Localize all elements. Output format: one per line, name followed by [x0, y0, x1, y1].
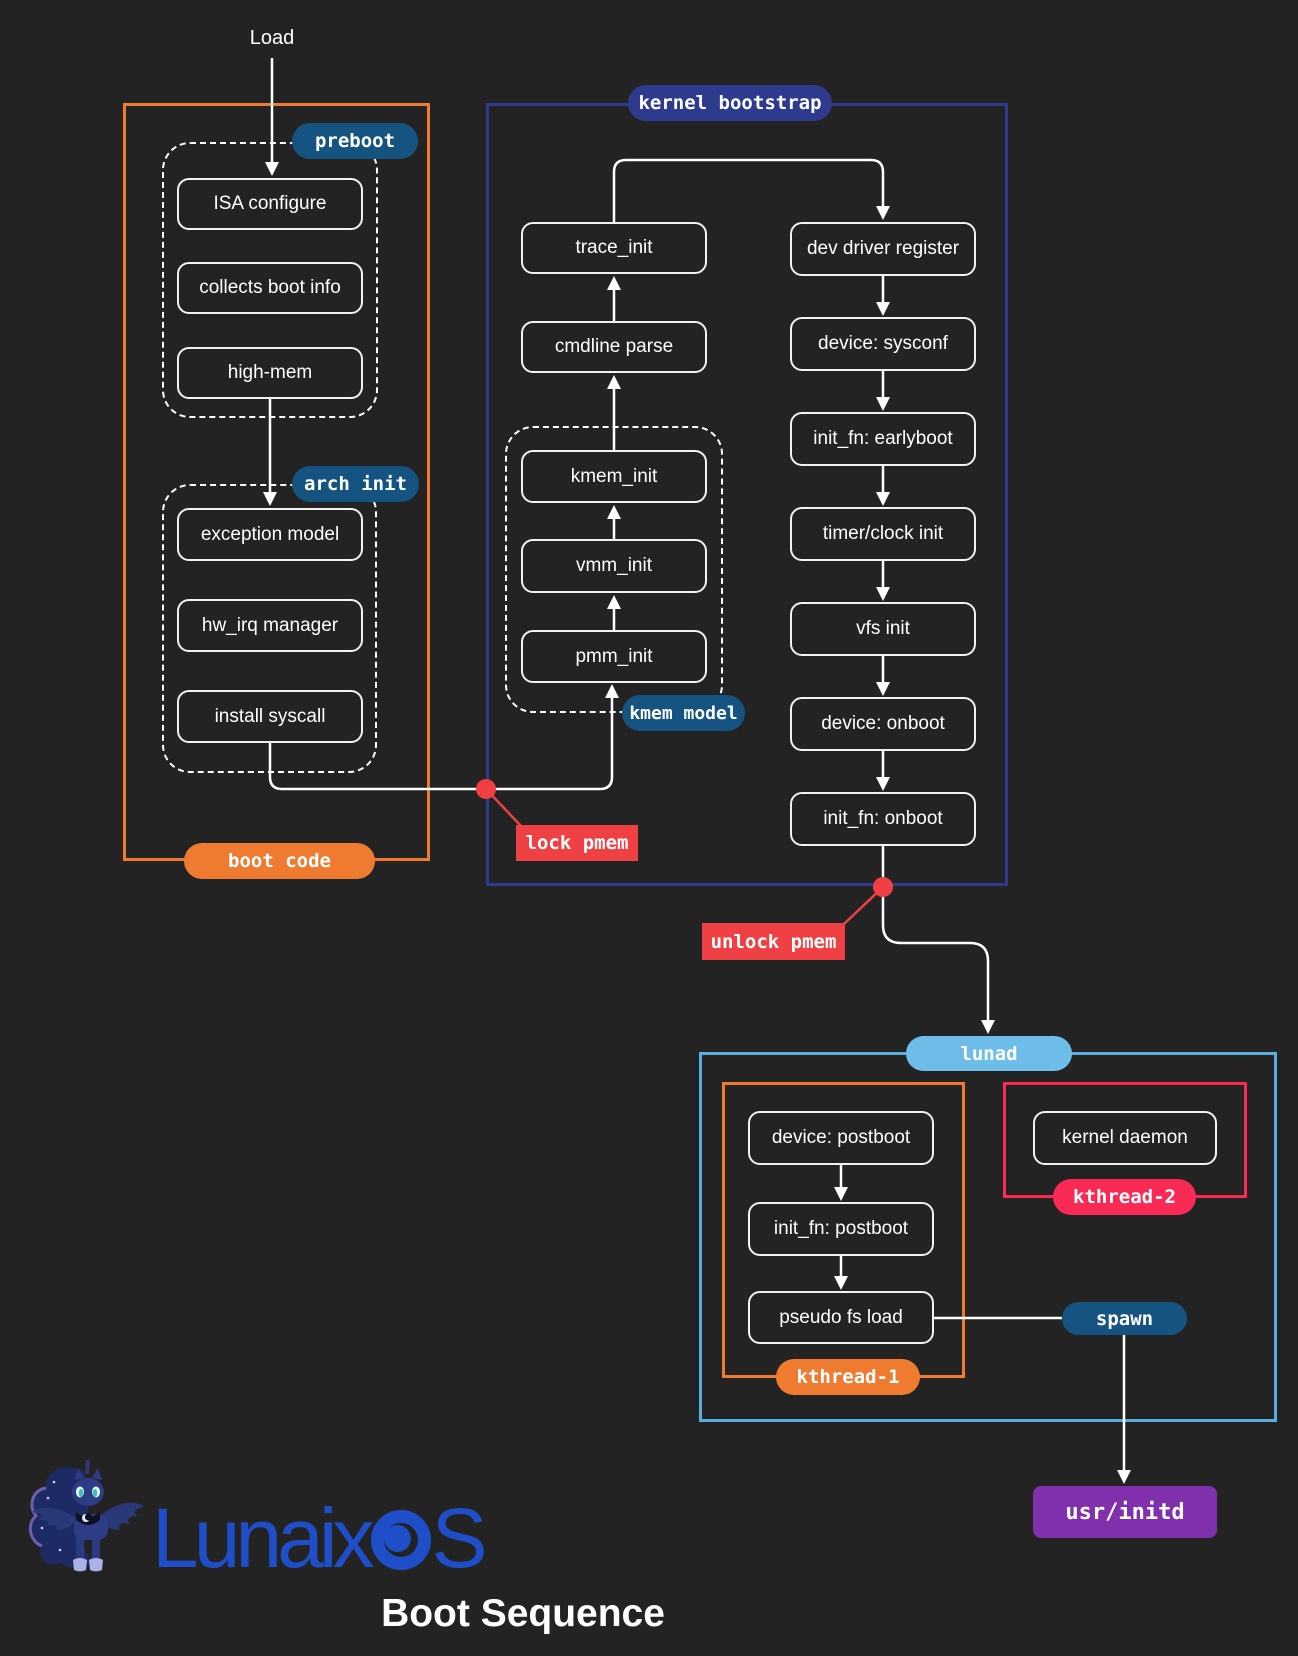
node-timer-clock-init: timer/clock init [790, 507, 976, 561]
kthread-2-group-label: kthread-2 [1053, 1179, 1196, 1215]
node-init-fn-postboot: init_fn: postboot [748, 1202, 934, 1256]
node-cmdline-parse: cmdline parse [521, 321, 707, 373]
node-exception-model: exception model [177, 508, 363, 561]
node-device-postboot: device: postboot [748, 1111, 934, 1165]
node-isa-configure: ISA configure [177, 178, 363, 230]
node-hw-irq-manager: hw_irq manager [177, 599, 363, 652]
node-collects-boot-info: collects boot info [177, 262, 363, 314]
node-trace-init: trace_init [521, 222, 707, 274]
node-install-syscall: install syscall [177, 690, 363, 743]
luna-mascot-icon [28, 1460, 144, 1572]
node-device-sysconf: device: sysconf [790, 317, 976, 371]
logo-text-suffix: S [431, 1491, 488, 1585]
kmem-model-group-label: kmem model [622, 695, 745, 731]
logo-moon-o-icon [370, 1510, 431, 1570]
kthread-1-group-label: kthread-1 [776, 1359, 920, 1395]
node-pseudo-fs-load: pseudo fs load [748, 1291, 934, 1344]
boot-code-group-label: boot code [184, 843, 375, 879]
load-entry-label: Load [249, 27, 295, 49]
node-vmm-init: vmm_init [521, 539, 707, 593]
node-dev-driver-register: dev driver register [790, 222, 976, 276]
logo-text-prefix: Lunaix [152, 1491, 375, 1585]
kernel-bootstrap-group-label: kernel bootstrap [628, 85, 832, 121]
node-vfs-init: vfs init [790, 602, 976, 656]
spawn-label: spawn [1062, 1302, 1187, 1335]
node-device-onboot: device: onboot [790, 697, 976, 751]
unlock-pmem-annotation: unlock pmem [702, 923, 845, 960]
lunad-group-label: lunad [906, 1036, 1072, 1071]
arch-init-group-label: arch init [292, 466, 419, 502]
node-pmm-init: pmm_init [521, 630, 707, 683]
node-kmem-init: kmem_init [521, 450, 707, 503]
node-kernel-daemon: kernel daemon [1033, 1111, 1217, 1165]
preboot-group-label: preboot [292, 123, 418, 159]
node-usr-initd: usr/initd [1033, 1486, 1217, 1538]
node-high-mem: high-mem [177, 347, 363, 399]
diagram-title: Boot Sequence [381, 1592, 665, 1635]
lock-pmem-annotation: lock pmem [516, 825, 638, 861]
node-init-fn-earlyboot: init_fn: earlyboot [790, 412, 976, 466]
node-init-fn-onboot: init_fn: onboot [790, 792, 976, 846]
